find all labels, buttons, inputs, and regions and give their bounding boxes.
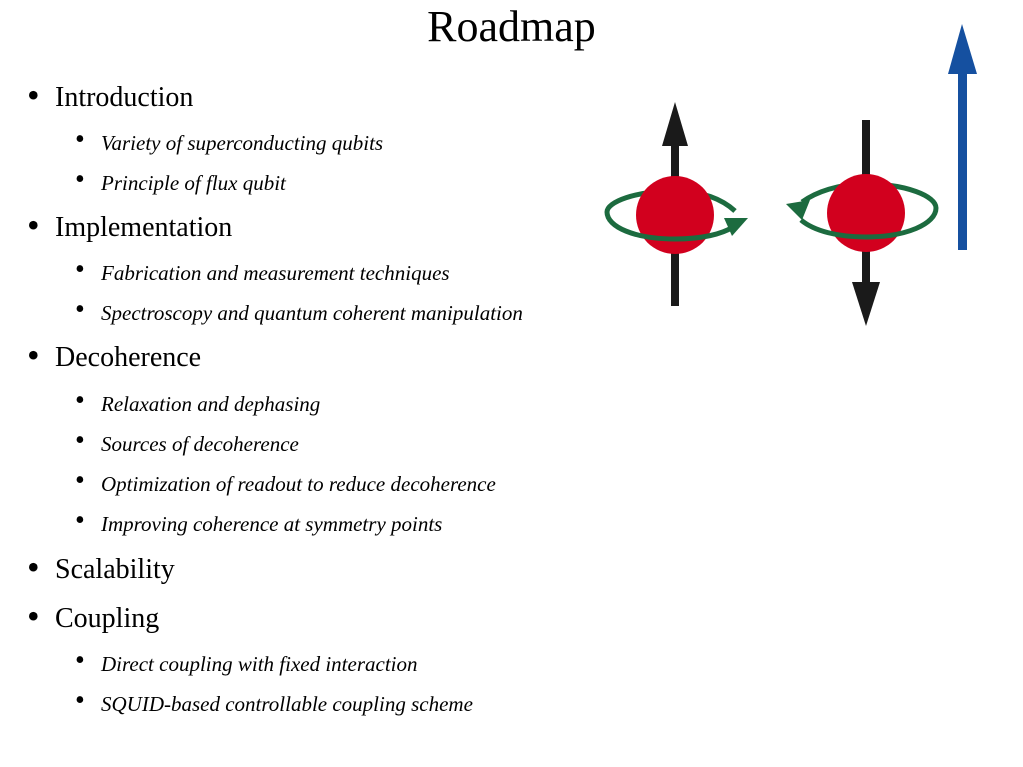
outline-subitem-text: SQUID-based controllable coupling scheme (101, 692, 473, 716)
bullet: • (75, 385, 85, 416)
bullet: • (27, 75, 40, 115)
spin-states-illustration (604, 24, 977, 326)
bullet: • (75, 294, 85, 325)
bullet: • (75, 164, 85, 195)
bullet: • (75, 465, 85, 496)
outline-subitem-text: Variety of superconducting qubits (101, 131, 384, 155)
outline-item-text: Coupling (55, 603, 160, 634)
bullet: • (75, 254, 85, 285)
outline-subitem-text: Improving coherence at symmetry points (101, 512, 443, 536)
spin-down-particle (786, 120, 939, 326)
spin-up-arrow-head (662, 102, 688, 146)
spin-up-particle (604, 102, 748, 306)
bullet: • (75, 685, 85, 716)
outline-subitem-text: Direct coupling with fixed interaction (101, 652, 418, 676)
bullet: • (27, 596, 40, 636)
field-arrow-head (948, 24, 977, 74)
outline-subitem-text: Spectroscopy and quantum coherent manipu… (101, 301, 523, 325)
orbit-ring-front (604, 211, 735, 242)
outline-item-text: Decoherence (55, 342, 202, 373)
red-sphere (636, 176, 714, 254)
bullet: • (75, 425, 85, 456)
outline-item-text: Scalability (55, 554, 175, 585)
bullet: • (27, 205, 40, 245)
spin-down-arrow-head (852, 282, 880, 326)
field-arrow-shaft (958, 68, 967, 250)
bullet: • (27, 547, 40, 587)
red-sphere (827, 174, 905, 252)
bullet: • (75, 124, 85, 155)
orbit-arrow-head (724, 218, 748, 236)
outline-item-text: Introduction (55, 82, 194, 113)
orbit-ring-front (799, 207, 939, 240)
bullet: • (75, 645, 85, 676)
slide-title: Roadmap (427, 2, 596, 51)
outline-subitem-text: Principle of flux qubit (101, 171, 286, 195)
bullet: • (75, 505, 85, 536)
outline-item-text: Implementation (55, 212, 233, 243)
bullet: • (27, 335, 40, 375)
orbit-arrow-head (786, 200, 810, 220)
outline-subitem-text: Fabrication and measurement techniques (101, 261, 450, 285)
outline-subitem-text: Relaxation and dephasing (101, 392, 321, 416)
field-arrow (948, 24, 977, 250)
outline-subitem-text: Sources of decoherence (101, 432, 299, 456)
outline-subitem-text: Optimization of readout to reduce decohe… (101, 472, 496, 496)
